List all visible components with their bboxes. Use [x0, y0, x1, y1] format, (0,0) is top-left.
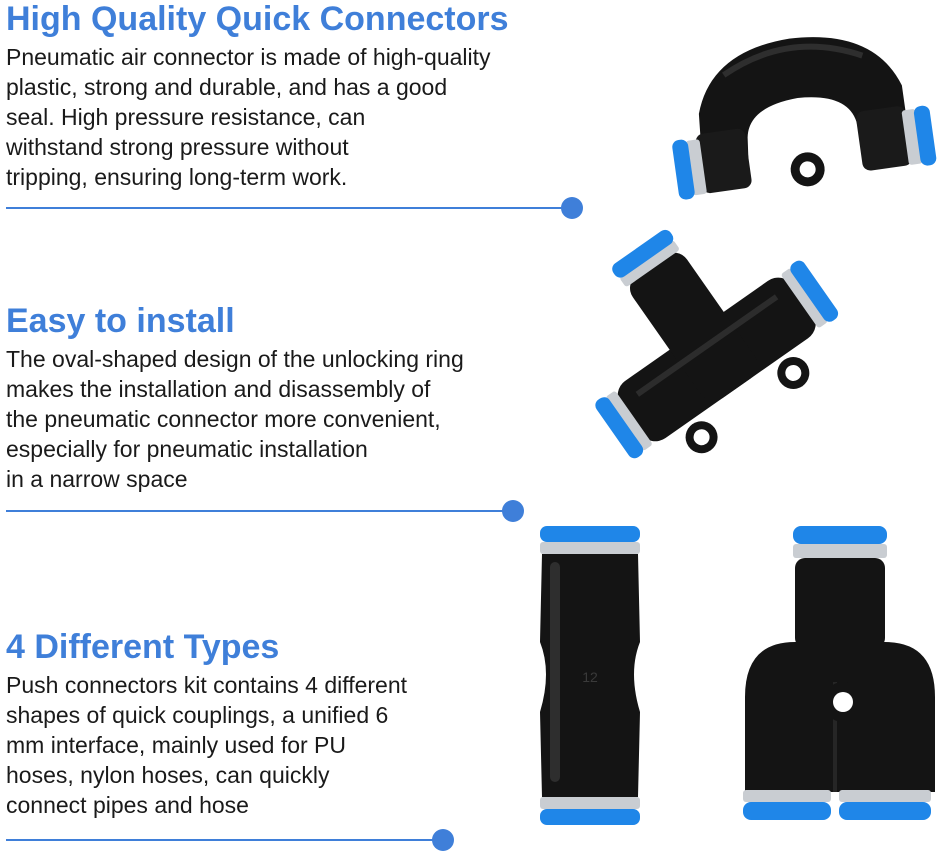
straight-connector-image: 12 [540, 526, 640, 825]
straight-connector-marking: 12 [582, 669, 598, 685]
divider-dot [432, 829, 454, 851]
divider-line [6, 197, 583, 219]
divider-dot [502, 500, 524, 522]
feature-heading-quality: High Quality Quick Connectors [6, 0, 509, 38]
feature-heading-types: 4 Different Types [6, 628, 280, 666]
y-connector-image [743, 526, 935, 820]
elbow-connector-image [672, 37, 937, 200]
tee-connector-image [595, 229, 839, 459]
feature-install: Easy to install The oval-shaped design o… [6, 302, 464, 494]
feature-quality: High Quality Quick Connectors Pneumatic … [6, 0, 509, 192]
divider-dot [561, 197, 583, 219]
feature-body-quality: Pneumatic air connector is made of high-… [6, 44, 491, 190]
divider-line [6, 500, 524, 522]
feature-body-install: The oval-shaped design of the unlocking … [6, 346, 464, 492]
feature-types: 4 Different Types Push connectors kit co… [6, 628, 407, 820]
divider-line [6, 829, 454, 851]
feature-heading-install: Easy to install [6, 302, 235, 340]
feature-body-types: Push connectors kit contains 4 different… [6, 672, 408, 818]
